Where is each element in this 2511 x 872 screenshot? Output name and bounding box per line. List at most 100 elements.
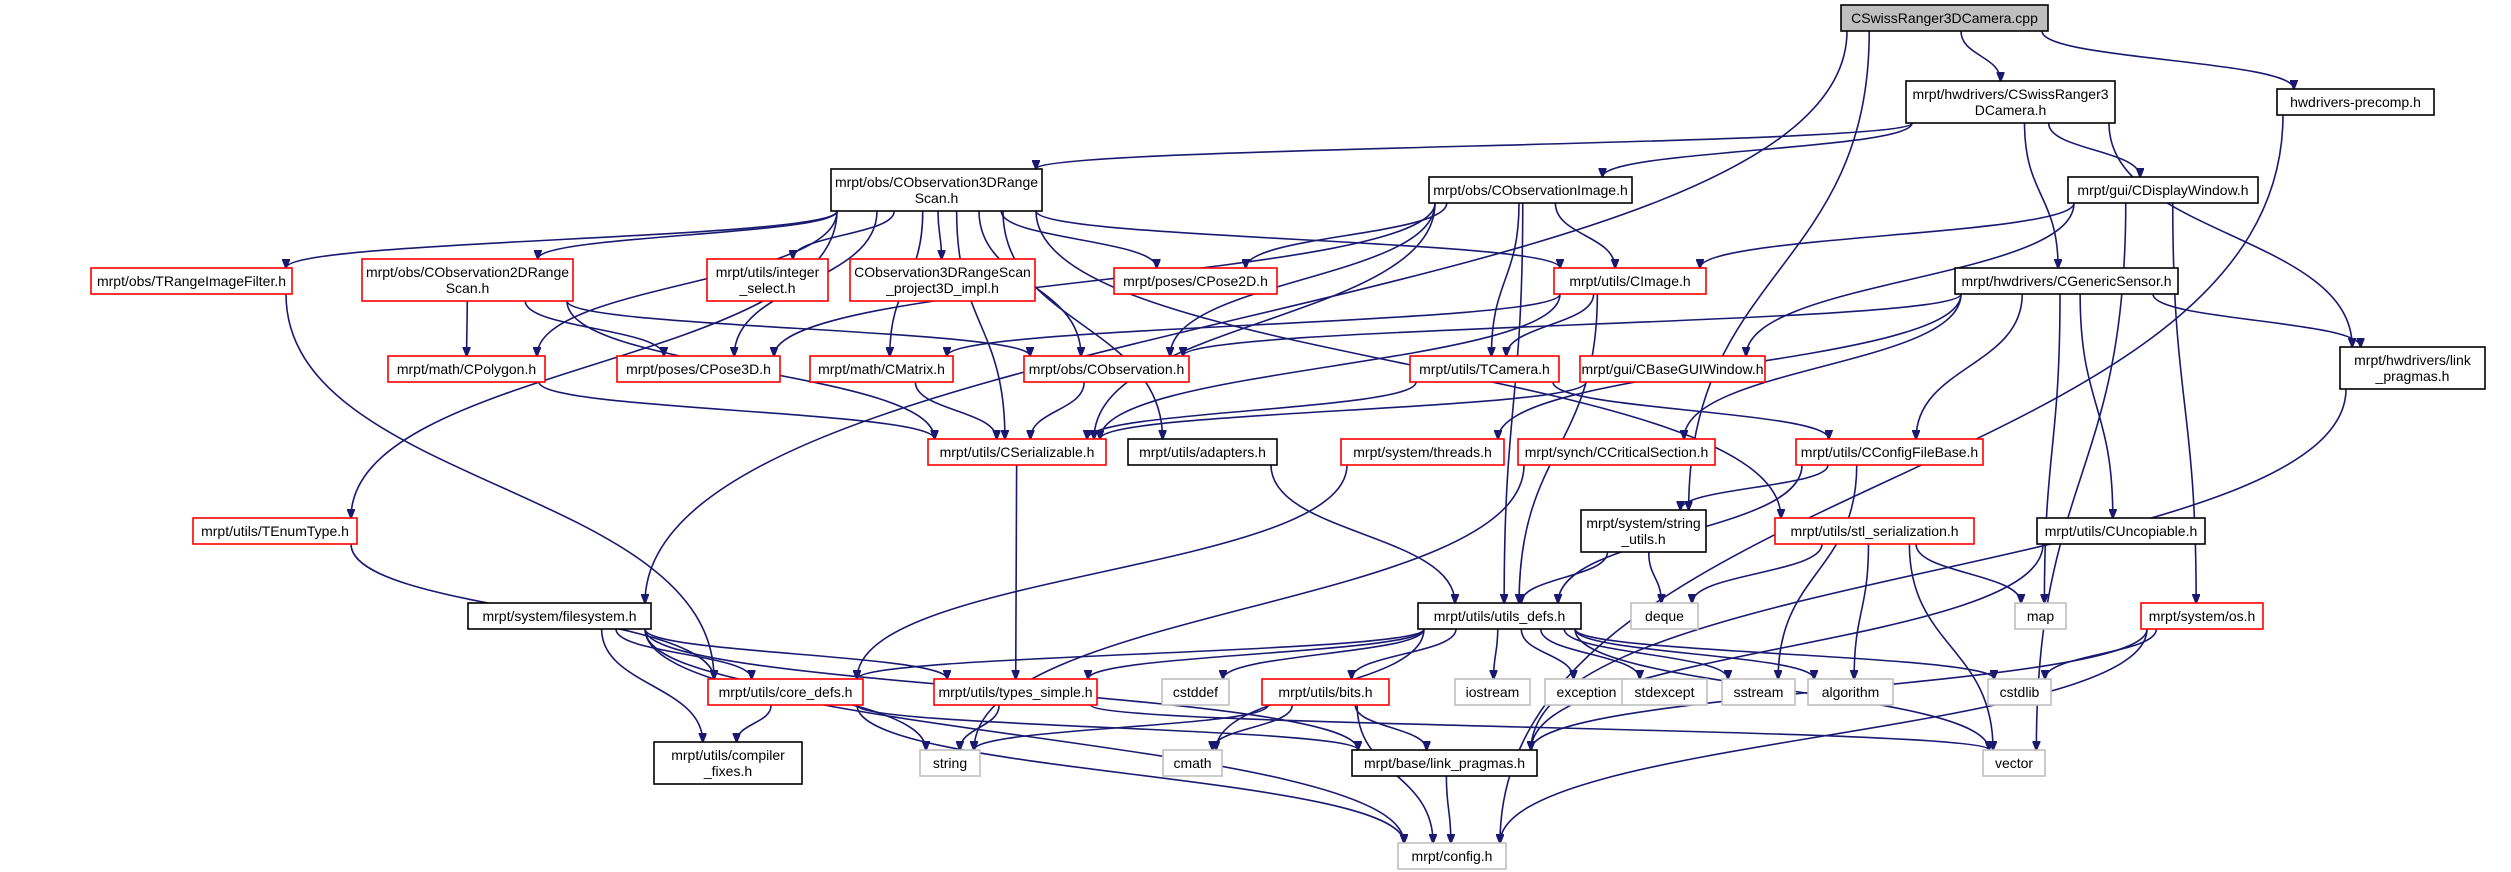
node-box-vector xyxy=(1982,749,2046,777)
node-cuncopiable[interactable]: mrpt/utils/CUncopiable.h xyxy=(2036,517,2206,545)
node-label-types_simple-0: mrpt/utils/types_simple.h xyxy=(938,684,1092,700)
node-box-cimage xyxy=(1553,267,1707,295)
node-integerselect[interactable]: mrpt/utils/integer_select.h xyxy=(706,258,829,302)
node-cbaseguiwindow[interactable]: mrpt/gui/CBaseGUIWindow.h xyxy=(1579,355,1766,383)
edge-genericsensor-to-cuncopiable xyxy=(2079,293,2113,518)
edge-obsimage-to-utils_defs xyxy=(1504,202,1524,603)
node-iostream: iostream xyxy=(1454,678,1531,706)
node-box-obsimage xyxy=(1428,176,1633,204)
node-box-tcamera xyxy=(1409,355,1560,383)
node-cserializable[interactable]: mrpt/utils/CSerializable.h xyxy=(927,438,1107,466)
edge-genericsensor-to-cobservation xyxy=(1183,293,1962,356)
edges-layer xyxy=(285,30,2361,843)
node-box-compiler_fixes xyxy=(653,741,803,785)
node-box-threads xyxy=(1340,438,1505,466)
node-hw_linkpragmas[interactable]: mrpt/hwdrivers/link_pragmas.h xyxy=(2339,346,2486,390)
node-bits[interactable]: mrpt/utils/bits.h xyxy=(1261,678,1390,706)
node-label-iostream-0: iostream xyxy=(1466,684,1520,700)
node-cpose3d[interactable]: mrpt/poses/CPose3D.h xyxy=(616,355,781,383)
node-criticalsection[interactable]: mrpt/synch/CCriticalSection.h xyxy=(1517,438,1716,466)
node-cpose2d[interactable]: mrpt/poses/CPose2D.h xyxy=(1113,267,1278,295)
node-cobservation[interactable]: mrpt/obs/CObservation.h xyxy=(1023,355,1190,383)
node-cmatrix[interactable]: mrpt/math/CMatrix.h xyxy=(809,355,954,383)
node-label-compiler_fixes-0: mrpt/utils/compiler xyxy=(671,747,785,763)
node-box-cpose3d xyxy=(616,355,781,383)
nodes-layer: CSwissRanger3DCamera.cpp mrpt/hwdrivers/C… xyxy=(90,4,2486,870)
node-label-project3d-0: CObservation3DRangeScan xyxy=(854,264,1031,280)
edge-obs3d-to-cserializable xyxy=(955,210,1005,439)
node-core_defs[interactable]: mrpt/utils/core_defs.h xyxy=(707,678,864,706)
node-label-integerselect-1: _select.h xyxy=(738,280,795,296)
edge-adapters-to-utils_defs xyxy=(1270,464,1455,603)
node-box-base_linkpragmas xyxy=(1351,749,1538,777)
node-box-cserializable xyxy=(927,438,1107,466)
node-label-deque-0: deque xyxy=(1645,608,1684,624)
node-label-compiler_fixes-1: _fixes.h xyxy=(703,763,752,779)
edge-trangeimage-to-core_defs xyxy=(285,293,714,679)
edge-core_defs-to-compiler_fixes xyxy=(737,704,772,742)
node-box-config xyxy=(1397,842,1507,870)
node-swissranger_h[interactable]: mrpt/hwdrivers/CSwissRanger3DCamera.h xyxy=(1905,80,2116,124)
node-label-hw_linkpragmas-1: _pragmas.h xyxy=(2375,368,2450,384)
node-obsimage[interactable]: mrpt/obs/CObservationImage.h xyxy=(1428,176,1633,204)
node-cpolygon[interactable]: mrpt/math/CPolygon.h xyxy=(387,355,546,383)
node-base_linkpragmas[interactable]: mrpt/base/link_pragmas.h xyxy=(1351,749,1538,777)
node-root[interactable]: CSwissRanger3DCamera.cpp xyxy=(1840,4,2049,32)
node-trangeimage[interactable]: mrpt/obs/TRangeImageFilter.h xyxy=(90,267,293,295)
edge-utils_defs-to-types_simple xyxy=(1088,628,1425,679)
node-adapters[interactable]: mrpt/utils/adapters.h xyxy=(1127,438,1278,466)
node-configfilebase[interactable]: mrpt/utils/CConfigFileBase.h xyxy=(1795,438,1984,466)
node-genericsensor[interactable]: mrpt/hwdrivers/CGenericSensor.h xyxy=(1954,267,2179,295)
node-box-obs2d xyxy=(361,258,574,302)
node-box-cuncopiable xyxy=(2036,517,2206,545)
node-label-cmath-0: cmath xyxy=(1173,755,1211,771)
node-box-tenumtype xyxy=(192,517,358,545)
edge-displaywindow-to-vector xyxy=(2036,202,2127,750)
node-displaywindow[interactable]: mrpt/gui/CDisplayWindow.h xyxy=(2067,176,2259,204)
edge-tcamera-to-cserializable xyxy=(1087,381,1417,439)
node-label-hwdrivers_precomp-0: hwdrivers-precomp.h xyxy=(2290,94,2421,110)
node-label-core_defs-0: mrpt/utils/core_defs.h xyxy=(719,684,853,700)
node-filesystem[interactable]: mrpt/system/filesystem.h xyxy=(467,602,652,630)
edge-core_defs-to-base_linkpragmas xyxy=(856,704,1358,750)
node-types_simple[interactable]: mrpt/utils/types_simple.h xyxy=(933,678,1098,706)
edge-obs3d-to-cpose2d xyxy=(1000,210,1156,268)
node-algorithm: algorithm xyxy=(1807,678,1894,706)
node-label-obs2d-1: Scan.h xyxy=(446,280,490,296)
node-tcamera[interactable]: mrpt/utils/TCamera.h xyxy=(1409,355,1560,383)
edge-obs3d-to-stl_serialization xyxy=(1035,210,1781,518)
node-label-trangeimage-0: mrpt/obs/TRangeImageFilter.h xyxy=(97,273,286,289)
node-label-stdexcept-0: stdexcept xyxy=(1635,684,1695,700)
edge-utils_defs-to-stdexcept xyxy=(1539,628,1640,679)
node-string_utils[interactable]: mrpt/system/string_utils.h xyxy=(1580,509,1707,553)
node-hwdrivers_precomp[interactable]: hwdrivers-precomp.h xyxy=(2276,88,2435,116)
node-box-cobservation xyxy=(1023,355,1190,383)
edge-filesystem-to-compiler_fixes xyxy=(600,628,703,742)
edge-obs2d-to-cpose3d xyxy=(524,300,664,356)
node-label-configfilebase-0: mrpt/utils/CConfigFileBase.h xyxy=(1801,444,1978,460)
node-label-swissranger_h-1: DCamera.h xyxy=(1975,102,2047,118)
edge-configfilebase-to-sstream xyxy=(1778,464,1858,679)
node-label-os-0: mrpt/system/os.h xyxy=(2149,608,2256,624)
node-tenumtype[interactable]: mrpt/utils/TEnumType.h xyxy=(192,517,358,545)
edge-displaywindow-to-cimage xyxy=(1700,202,2075,268)
node-obs3d[interactable]: mrpt/obs/CObservation3DRangeScan.h xyxy=(830,168,1043,212)
node-box-project3d xyxy=(849,258,1036,302)
edge-filesystem-to-core_defs xyxy=(615,628,752,679)
node-stl_serialization[interactable]: mrpt/utils/stl_serialization.h xyxy=(1774,517,1975,545)
node-os[interactable]: mrpt/system/os.h xyxy=(2140,602,2264,630)
node-label-project3d-1: _project3D_impl.h xyxy=(885,280,999,296)
edge-utils_defs-to-cstdlib xyxy=(1574,628,1994,679)
edge-obs3d-to-trangeimage xyxy=(286,210,838,268)
node-cimage[interactable]: mrpt/utils/CImage.h xyxy=(1553,267,1707,295)
node-threads[interactable]: mrpt/system/threads.h xyxy=(1340,438,1505,466)
edge-cimage-to-tcamera xyxy=(1506,293,1595,356)
edge-utils_defs-to-core_defs xyxy=(857,628,1425,679)
node-compiler_fixes[interactable]: mrpt/utils/compiler_fixes.h xyxy=(653,741,803,785)
node-project3d[interactable]: CObservation3DRangeScan_project3D_impl.h xyxy=(849,258,1036,302)
node-label-exception-0: exception xyxy=(1557,684,1617,700)
node-label-swissranger_h-0: mrpt/hwdrivers/CSwissRanger3 xyxy=(1912,86,2108,102)
node-utils_defs[interactable]: mrpt/utils/utils_defs.h xyxy=(1417,602,1582,630)
node-label-hw_linkpragmas-0: mrpt/hwdrivers/link xyxy=(2354,352,2472,368)
